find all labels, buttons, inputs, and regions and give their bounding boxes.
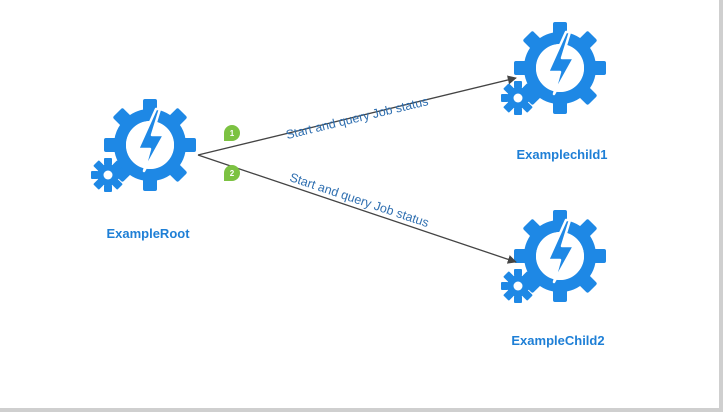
edge-root-to-child1 [197,75,517,156]
edge-label-2: Start and query Job status [288,170,431,230]
node-label-root: ExampleRoot [106,226,190,241]
child2-automation-gear-icon [501,210,606,303]
step-badge-1-number: 1 [230,129,235,138]
root-automation-gear-icon [91,99,196,192]
step-badge-1: 1 [224,125,240,141]
node-label-child2: ExampleChild2 [511,333,604,348]
step-badge-2-number: 2 [230,169,235,178]
child1-automation-gear-icon [501,22,606,115]
node-label-child1: Examplechild1 [516,147,607,162]
edge-label-1: Start and query Job status [284,94,429,142]
edge-root-to-child2 [197,154,517,264]
step-badge-2: 2 [224,165,240,181]
